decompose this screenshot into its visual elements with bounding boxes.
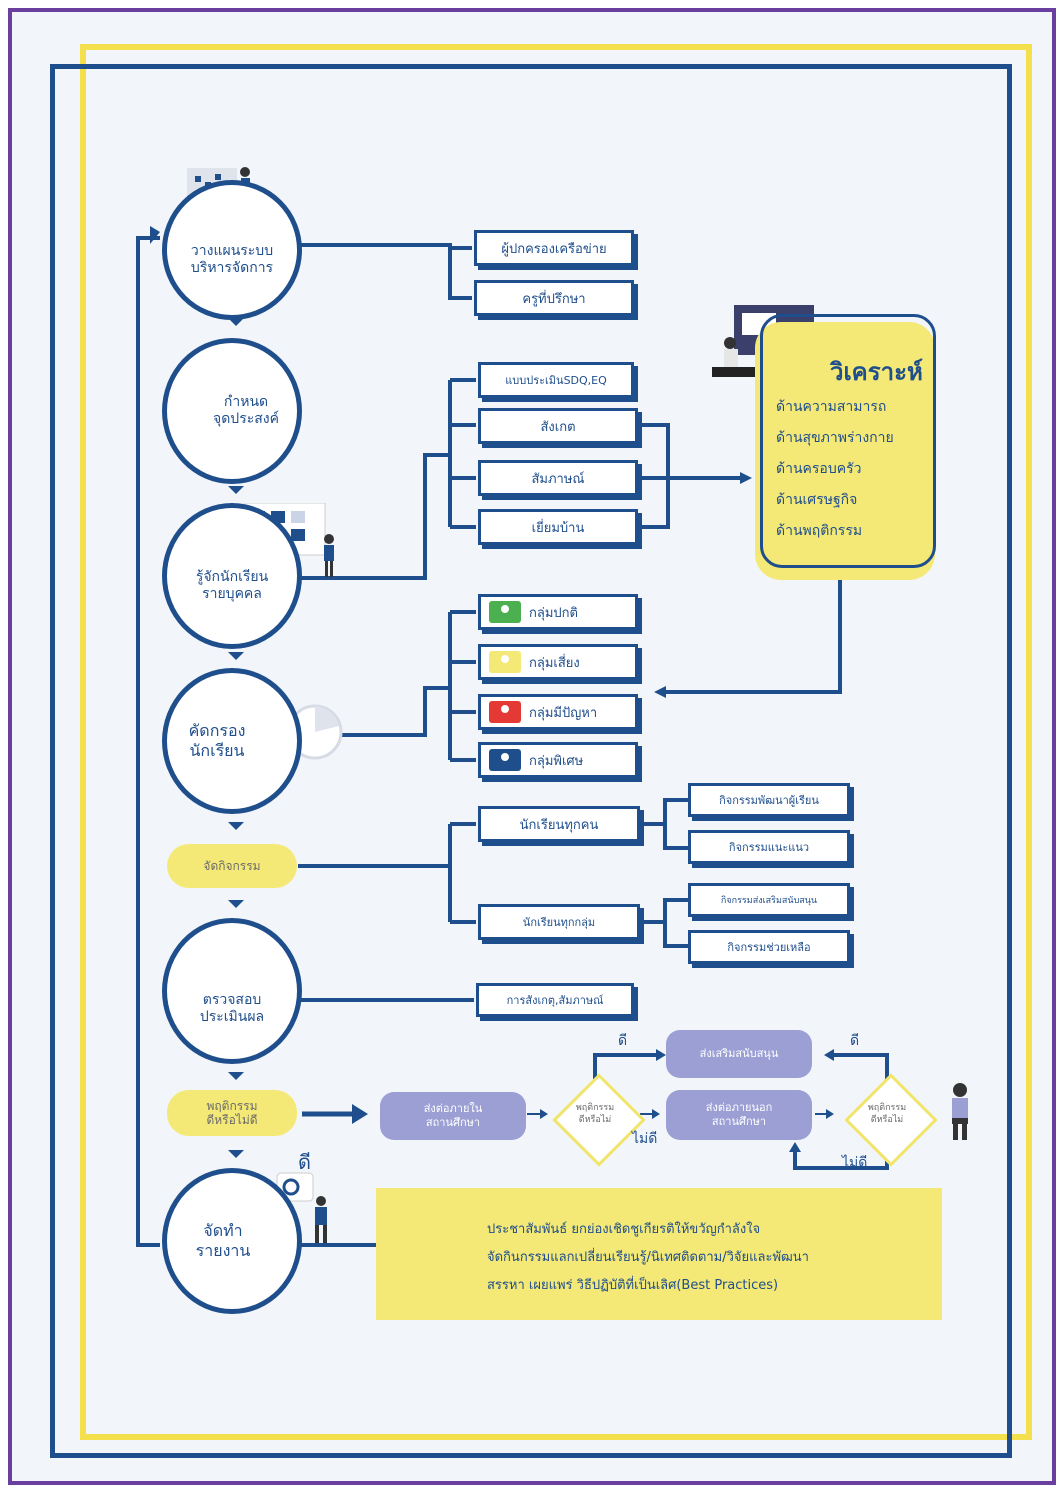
analysis-title: วิเคราะห์ [830, 358, 923, 386]
analysis-item: ด้านสุขภาพร่างกาย [776, 430, 894, 446]
step-screen: คัดกรอง นักเรียน [162, 668, 302, 814]
blue-frame [50, 64, 1012, 1458]
analysis-panel-border [760, 314, 936, 568]
activity-item-support-label: กิจกรรมส่งเสริมสนับสนุน [720, 896, 818, 906]
activity-item-help-label: กิจกรรมช่วยเหลือ [727, 941, 811, 954]
report-line: ประชาสัมพันธ์ ยกย่องเชิดชูเกียรติให้ขวัญ… [487, 1222, 761, 1237]
know-box-assessment-label: แบบประเมินSDQ,EQ [505, 374, 607, 387]
plan-box-parents-label: ผู้ปกครองเครือข่าย [501, 241, 607, 257]
report-actions-box [376, 1188, 942, 1320]
analysis-item: ด้านความสามารถ [776, 399, 887, 415]
report-line: สรรหา เผยแพร่ วิธีปฏิบัติที่เป็นเลิศ(Bes… [487, 1278, 779, 1293]
step-report-label: จัดทำ รายงาน [195, 1221, 251, 1260]
group-normal-label: กลุ่มปกติ [529, 605, 578, 621]
step-behavior-label: พฤติกรรม ดีหรือไม่ดี [206, 1098, 258, 1127]
step-activity-label: จัดกิจกรรม [203, 858, 261, 873]
plan-box-advisor-label: ครูที่ปรึกษา [522, 291, 586, 307]
refer-outside-box: ส่งต่อภายนอก สถานศึกษา [666, 1090, 812, 1140]
group-normal-icon [489, 601, 521, 623]
know-box-observe: สังเกต [478, 408, 638, 444]
group-special-icon [489, 749, 521, 771]
step-define: กำหนด จุดประสงค์ [162, 338, 302, 484]
group-normal: กลุ่มปกติ [478, 594, 638, 630]
step-activity: จัดกิจกรรม [167, 844, 297, 888]
step-know-label: รู้จักนักเรียน รายบุคคล [195, 568, 269, 603]
evaluate-method-label: การสังเกตุ,สัมภาษณ์ [506, 994, 604, 1007]
promote-box: ส่งเสริมสนับสนุน [666, 1030, 812, 1078]
step-behavior: พฤติกรรม ดีหรือไม่ดี [167, 1090, 297, 1136]
step-evaluate-label: ตรวจสอบ ประเมินผล [199, 991, 265, 1026]
know-box-assessment: แบบประเมินSDQ,EQ [478, 362, 634, 398]
person-illustration [940, 1082, 980, 1142]
analysis-item: ด้านครอบครัว [776, 461, 862, 477]
good-label-report: ดี [298, 1150, 311, 1174]
activity-item-development-label: กิจกรรมพัฒนาผู้เรียน [719, 794, 819, 807]
group-risk-label: กลุ่มเสี่ยง [529, 655, 580, 671]
know-box-interview: สัมภาษณ์ [478, 460, 638, 496]
step-plan-label: วางแผนระบบ บริหารจัดการ [190, 242, 274, 277]
step-evaluate: ตรวจสอบ ประเมินผล [162, 918, 302, 1064]
group-risk-icon [489, 651, 521, 673]
know-box-observe-label: สังเกต [540, 419, 576, 435]
analysis-item: ด้านพฤติกรรม [776, 523, 863, 539]
group-special-label: กลุ่มพิเศษ [529, 753, 584, 769]
know-box-home-visit-label: เยี่ยมบ้าน [531, 520, 585, 536]
decision-diamond-2-label: พฤติกรรม ดีหรือไม่ [867, 1103, 907, 1125]
refer-inside-label: ส่งต่อภายใน สถานศึกษา [423, 1101, 483, 1129]
group-special: กลุ่มพิเศษ [478, 742, 638, 778]
plan-box-advisor: ครูที่ปรึกษา [474, 280, 634, 316]
know-box-interview-label: สัมภาษณ์ [531, 471, 585, 487]
not-good-label-1: ไม่ดี [632, 1131, 658, 1147]
not-good-label-2: ไม่ดี [842, 1155, 868, 1171]
report-line: จัดกินกรรมแลกเปลี่ยนเรียนรู้/นิเทศติดตาม… [487, 1250, 809, 1265]
promote-label: ส่งเสริมสนับสนุน [699, 1046, 779, 1060]
activity-item-help: กิจกรรมช่วยเหลือ [688, 930, 850, 964]
step-define-label: กำหนด จุดประสงค์ [213, 393, 279, 428]
step-plan: วางแผนระบบ บริหารจัดการ [162, 180, 302, 320]
plan-box-parents: ผู้ปกครองเครือข่าย [474, 230, 634, 266]
activity-item-support: กิจกรรมส่งเสริมสนับสนุน [688, 883, 850, 917]
activity-target-all: นักเรียนทุกคน [478, 806, 640, 842]
good-label-2: ดี [850, 1033, 860, 1049]
good-label-1: ดี [618, 1033, 628, 1049]
activity-item-guidance-label: กิจกรรมแนะแนว [728, 841, 810, 854]
decision-diamond-1-label: พฤติกรรม ดีหรือไม่ [575, 1103, 615, 1125]
step-know: รู้จักนักเรียน รายบุคคล [162, 503, 302, 649]
outer-frame [8, 8, 1056, 1485]
group-risk: กลุ่มเสี่ยง [478, 644, 638, 680]
activity-item-development: กิจกรรมพัฒนาผู้เรียน [688, 783, 850, 817]
refer-inside-box: ส่งต่อภายใน สถานศึกษา [380, 1092, 526, 1140]
activity-target-groups-label: นักเรียนทุกกลุ่ม [522, 916, 596, 929]
step-report: จัดทำ รายงาน [162, 1168, 302, 1314]
refer-outside-label: ส่งต่อภายนอก สถานศึกษา [705, 1100, 773, 1128]
decision-diamond-1: พฤติกรรม ดีหรือไม่ [552, 1073, 646, 1167]
group-problem-icon [489, 701, 521, 723]
group-problem-label: กลุ่มมีปัญหา [529, 705, 598, 721]
activity-item-guidance: กิจกรรมแนะแนว [688, 830, 850, 864]
group-problem: กลุ่มมีปัญหา [478, 694, 638, 730]
activity-target-groups: นักเรียนทุกกลุ่ม [478, 904, 640, 940]
analysis-panel [755, 322, 935, 580]
activity-target-all-label: นักเรียนทุกคน [519, 817, 599, 833]
decision-diamond-2: พฤติกรรม ดีหรือไม่ [844, 1073, 938, 1167]
yellow-frame [80, 44, 1032, 1440]
analysis-item: ด้านเศรษฐกิจ [776, 492, 858, 508]
know-box-home-visit: เยี่ยมบ้าน [478, 509, 638, 545]
evaluate-method: การสังเกตุ,สัมภาษณ์ [476, 983, 634, 1017]
step-screen-label: คัดกรอง นักเรียน [188, 721, 246, 760]
